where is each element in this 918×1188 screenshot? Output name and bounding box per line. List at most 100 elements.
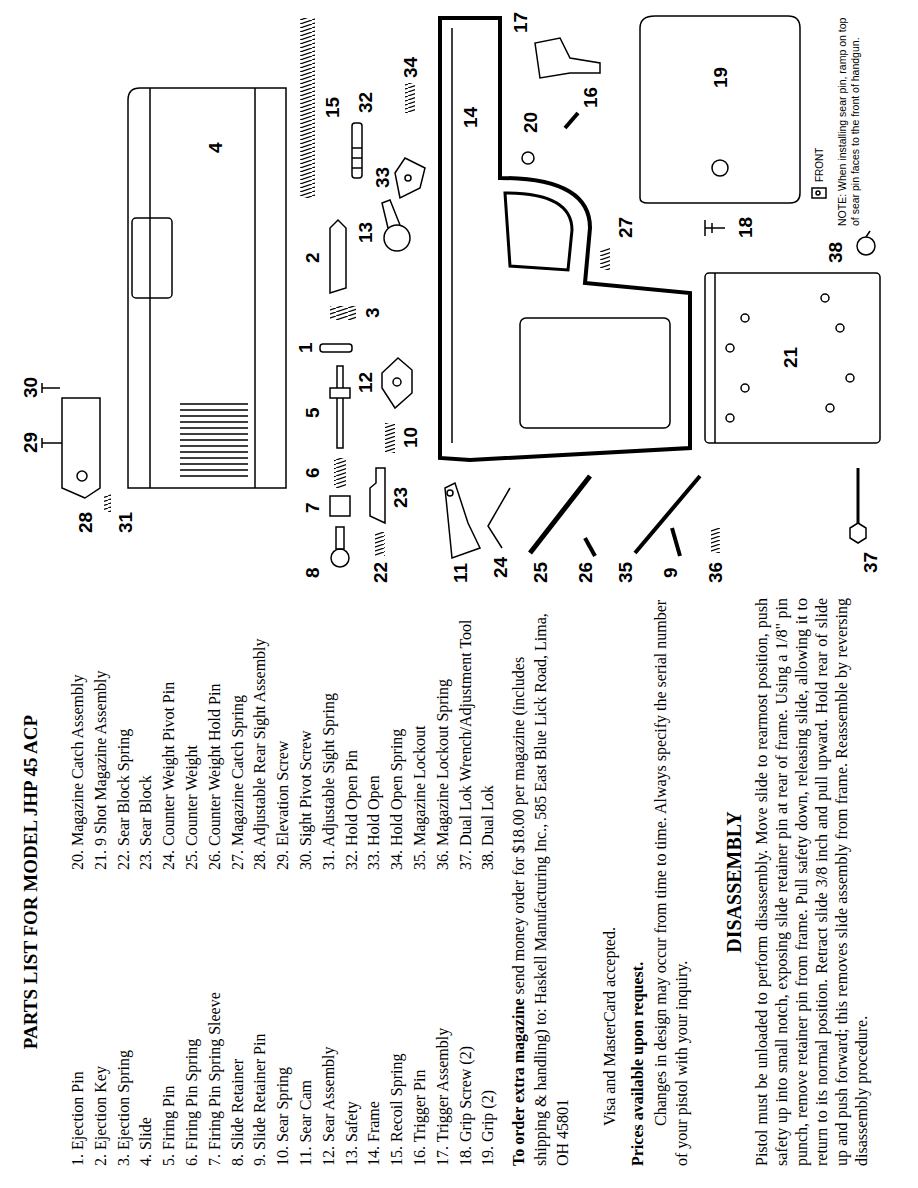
slide-retainer xyxy=(331,549,349,567)
parts-list-item: 29. Elevation Screw xyxy=(273,741,292,870)
parts-list-item: 16. Trigger Pin xyxy=(410,1070,429,1166)
pin xyxy=(320,344,352,352)
callout-number: 28 xyxy=(76,511,95,534)
frame-rail xyxy=(451,28,453,443)
sear-pin-icon xyxy=(812,188,826,198)
callout-number: 12 xyxy=(356,371,375,394)
trigger-pin xyxy=(565,113,578,128)
slide-retainer-stem xyxy=(336,527,344,549)
slide-drawing xyxy=(128,88,286,488)
pin-knurl xyxy=(352,148,362,168)
parts-list-item: 26. Counter Weight Hold Pin xyxy=(205,684,224,870)
sear-cam xyxy=(445,483,480,558)
wrench-shaft xyxy=(857,468,860,523)
parts-list-item: 5. Firing Pin xyxy=(159,1086,178,1166)
section-heading: DISASSEMBLY xyxy=(722,598,746,1166)
sear-pin-ramp xyxy=(816,191,820,195)
callout-number: 14 xyxy=(461,106,480,129)
callout-number: 33 xyxy=(373,166,392,189)
changes-note: Changes in design may occur from time to… xyxy=(650,598,692,1166)
magazine-catch xyxy=(522,152,534,164)
callout-number: 7 xyxy=(303,501,322,514)
parts-list-item: 33. Hold Open xyxy=(364,775,383,870)
spring-symbol xyxy=(375,532,385,556)
order-heading: To order extra magazine xyxy=(510,998,527,1166)
spring-symbol xyxy=(600,248,610,270)
parts-list-item: 37. Dual Lok Wrench/Adjustment Tool xyxy=(456,620,475,871)
magazine-lockout xyxy=(635,476,700,553)
dual-lok-arm xyxy=(866,231,870,237)
parts-list-item: 3. Ejection Spring xyxy=(114,1050,133,1166)
grip-panel xyxy=(640,16,800,203)
callout-number: 3 xyxy=(363,306,382,319)
disassembly-text: Pistol must be unloaded to perform disas… xyxy=(752,598,872,1166)
grip-hole xyxy=(712,160,728,176)
callout-number: 10 xyxy=(401,426,420,449)
parts-list-item: 6. Firing Pin Spring xyxy=(182,1039,201,1166)
parts-list-item: 23. Sear Block xyxy=(136,775,155,870)
callout-number: 22 xyxy=(371,561,390,584)
callout-number: 23 xyxy=(391,486,410,509)
spring-symbol xyxy=(405,83,415,113)
callout-number: 15 xyxy=(323,96,342,119)
callout-number: 30 xyxy=(21,376,40,399)
payment-note: Visa and MasterCard accepted. xyxy=(600,598,619,1126)
callout-number: 26 xyxy=(576,561,595,584)
parts-list-item: 32. Hold Open Pin xyxy=(342,750,361,870)
spring-symbol xyxy=(104,494,111,512)
callout-number: 5 xyxy=(303,406,322,419)
sear-hole xyxy=(393,378,401,386)
prices-heading: Prices available upon request. xyxy=(628,598,647,1166)
parts-list-item: 1. Ejection Pin xyxy=(68,1071,87,1166)
callout-number: 1 xyxy=(296,341,315,354)
callout-number: 4 xyxy=(206,141,225,154)
parts-list-item: 25. Counter Weight xyxy=(182,745,201,870)
parts-list-item: 15. Recoil Spring xyxy=(387,1054,406,1166)
safety xyxy=(384,225,410,251)
callout-number: 2 xyxy=(303,251,322,264)
callout-number: 34 xyxy=(401,56,420,79)
callout-number: 20 xyxy=(521,111,540,134)
safety-lever xyxy=(382,200,400,228)
spring-symbol xyxy=(330,306,356,320)
note-text: NOTE: When installing sear pin, ramp on … xyxy=(836,6,862,226)
pin xyxy=(352,123,362,178)
pivot-pin xyxy=(488,488,510,548)
callout-number: 31 xyxy=(116,511,135,534)
ejection-port xyxy=(132,218,172,298)
pin xyxy=(585,538,595,556)
order-paragraph: To order extra magazinesend money order … xyxy=(508,598,574,1166)
callout-number: 38 xyxy=(826,241,845,264)
parts-list-item: 9. Slide Retainer Pin xyxy=(250,1034,269,1166)
spring-symbol xyxy=(334,458,346,488)
trigger-assembly xyxy=(535,38,600,78)
firing-pin-head xyxy=(330,388,350,398)
callout-number: 21 xyxy=(781,346,800,369)
parts-list-item: 18. Grip Screw (2) xyxy=(456,1046,475,1166)
spring-symbol xyxy=(711,528,720,553)
parts-list-item: 21. 9 Shot Magazine Assembly xyxy=(91,670,110,870)
firing-pin xyxy=(337,366,343,448)
parts-list-item: 22. Sear Block Spring xyxy=(114,729,133,870)
parts-list-item: 14. Frame xyxy=(364,1101,383,1166)
parts-list-item: 20. Magazine Catch Assembly xyxy=(68,674,87,870)
magazine-holes xyxy=(726,294,854,422)
parts-list-item: 24. Counter Weight Pivot Pin xyxy=(159,682,178,870)
callout-number: 36 xyxy=(706,561,725,584)
parts-list-item: 38. Dual Lok xyxy=(478,785,497,870)
spring-symbol xyxy=(385,423,395,453)
recoil-spring xyxy=(300,18,315,198)
callout-number: 18 xyxy=(736,216,755,239)
page-title: PARTS LIST FOR MODEL JHP 45 ACP xyxy=(20,598,43,1166)
parts-list-item: 7. Firing Pin Spring Sleeve xyxy=(205,992,224,1166)
callout-number: 17 xyxy=(511,11,530,34)
parts-list-item: 12. Sear Assembly xyxy=(319,1046,338,1166)
callout-number: 9 xyxy=(661,566,680,579)
parts-list-item: 13. Safety xyxy=(342,1101,361,1166)
sight-screws xyxy=(42,383,62,448)
sear-assembly xyxy=(382,358,412,408)
parts-list-item: 2. Ejection Key xyxy=(91,1066,110,1166)
trigger-guard xyxy=(505,193,572,270)
hold-open-hole xyxy=(405,175,411,181)
